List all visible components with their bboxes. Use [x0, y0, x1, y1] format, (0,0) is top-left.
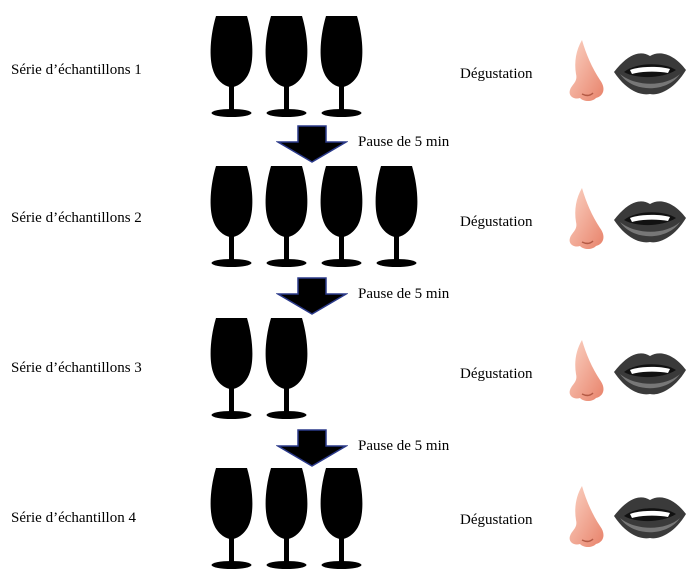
pause-2: Pause de 5 min — [0, 276, 691, 316]
wine-glass-icon — [206, 316, 257, 422]
pause-3: Pause de 5 min — [0, 428, 691, 468]
wine-glass-icon — [261, 14, 312, 120]
tasting-label: Dégustation — [460, 366, 533, 382]
wine-glass-icon — [206, 466, 257, 572]
nose-icon — [562, 38, 608, 109]
series-label: Série d’échantillons 1 — [11, 62, 142, 78]
lips-icon — [610, 194, 688, 251]
pause-1: Pause de 5 min — [0, 124, 691, 164]
nose-icon — [562, 484, 608, 555]
pause-label: Pause de 5 min — [358, 134, 450, 150]
series-label: Série d’échantillons 2 — [11, 210, 142, 226]
lips-icon — [610, 490, 688, 547]
down-arrow-shape — [276, 429, 348, 467]
tasting-label: Dégustation — [460, 66, 533, 82]
wine-glass-icon — [316, 466, 367, 572]
lips-icon — [610, 346, 688, 403]
wine-glass-icon — [206, 164, 257, 270]
nose-icon — [562, 338, 608, 409]
wine-glass-icon — [261, 466, 312, 572]
down-arrow-icon — [276, 125, 348, 163]
down-arrow-icon — [276, 429, 348, 467]
glass-group — [206, 466, 367, 572]
series-label: Série d’échantillons 3 — [11, 360, 142, 376]
glass-group — [206, 14, 367, 120]
pause-label: Pause de 5 min — [358, 286, 450, 302]
wine-glass-icon — [261, 164, 312, 270]
glass-group — [206, 164, 422, 270]
lips-icon — [610, 46, 688, 103]
down-arrow-icon — [276, 277, 348, 315]
glass-group — [206, 316, 312, 422]
wine-glass-icon — [316, 164, 367, 270]
pause-label: Pause de 5 min — [358, 438, 450, 454]
wine-glass-icon — [261, 316, 312, 422]
wine-glass-icon — [371, 164, 422, 270]
down-arrow-shape — [276, 277, 348, 315]
series-label: Série d’échantillon 4 — [11, 510, 136, 526]
tasting-label: Dégustation — [460, 214, 533, 230]
nose-icon — [562, 186, 608, 257]
down-arrow-shape — [276, 125, 348, 163]
tasting-label: Dégustation — [460, 512, 533, 528]
wine-glass-icon — [316, 14, 367, 120]
wine-glass-icon — [206, 14, 257, 120]
